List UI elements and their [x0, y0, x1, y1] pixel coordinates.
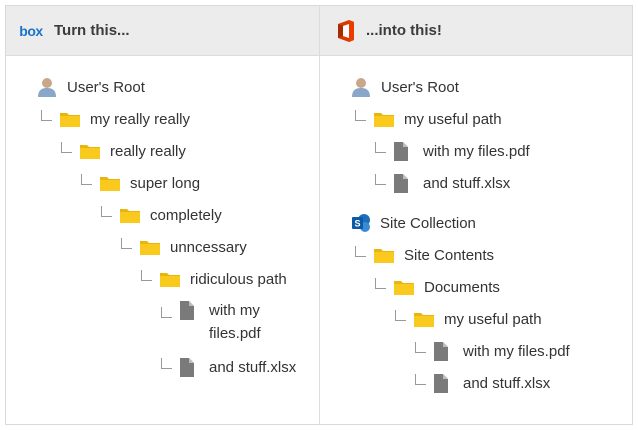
tree-item-folder[interactable]: completely: [101, 203, 222, 227]
tree-connector: [81, 173, 92, 185]
folder-icon: [140, 239, 160, 255]
file-icon: [434, 374, 448, 393]
tree-item-label: and stuff.xlsx: [463, 374, 551, 392]
tree-connector: [61, 141, 72, 153]
tree-item-label: my really really: [90, 110, 191, 128]
tree-item-label: with my files.pdf: [209, 302, 261, 342]
tree-connector: [375, 173, 386, 185]
tree-item-label: ridiculous path: [190, 270, 287, 288]
tree-item-label: and stuff.xlsx: [209, 358, 297, 376]
folder-icon: [374, 247, 394, 263]
tree-item-folder[interactable]: really really: [61, 139, 186, 163]
tree-item-folder[interactable]: Site Contents: [355, 243, 494, 267]
tree-item-label: my useful path: [404, 110, 502, 128]
tree-connector: [355, 245, 366, 257]
file-icon: [180, 301, 194, 320]
sharepoint-icon: [351, 213, 371, 233]
tree-connector: [375, 141, 386, 153]
tree-item-file[interactable]: with my files.pdf: [161, 299, 289, 347]
tree-item-folder[interactable]: my useful path: [395, 307, 542, 331]
tree-item-label: and stuff.xlsx: [423, 174, 511, 192]
tree-connector: [141, 269, 152, 281]
tree-connector: [415, 341, 426, 353]
right-header: ...into this!: [336, 6, 442, 55]
tree-item-label: Documents: [424, 278, 500, 296]
tree-connector: [355, 109, 366, 121]
tree-item-site-collection[interactable]: Site Collection: [351, 211, 476, 235]
tree-item-label: with my files.pdf: [463, 342, 570, 360]
tree-item-file[interactable]: with my files.pdf: [415, 339, 570, 363]
folder-icon: [120, 207, 140, 223]
left-header-title: Turn this...: [54, 22, 130, 39]
tree-item-file[interactable]: with my files.pdf: [375, 139, 530, 163]
folder-icon: [100, 175, 120, 191]
tree-item-label: with my files.pdf: [423, 142, 530, 160]
file-icon: [394, 174, 408, 193]
folder-icon: [160, 271, 180, 287]
folder-icon: [80, 143, 100, 159]
tree-item-file[interactable]: and stuff.xlsx: [161, 355, 296, 379]
tree-item-label: unncessary: [170, 238, 247, 256]
tree-item-file[interactable]: and stuff.xlsx: [375, 171, 510, 195]
file-icon: [434, 342, 448, 361]
folder-icon: [374, 111, 394, 127]
folder-icon: [60, 111, 80, 127]
right-header-title: ...into this!: [366, 22, 442, 39]
tree-item-folder[interactable]: super long: [81, 171, 200, 195]
tree-item-folder[interactable]: my really really: [41, 107, 190, 131]
tree-item-label: my useful path: [444, 310, 542, 328]
tree-connector: [375, 277, 386, 289]
tree-item-folder[interactable]: ridiculous path: [141, 267, 287, 291]
tree-connector: [41, 109, 52, 121]
tree-item-folder[interactable]: my useful path: [355, 107, 502, 131]
user-icon: [351, 77, 371, 97]
left-header: box Turn this...: [18, 6, 130, 55]
tree-connector: [121, 237, 132, 249]
user-icon: [37, 77, 57, 97]
folder-icon: [394, 279, 414, 295]
tree-item-label: really really: [110, 142, 186, 160]
file-icon: [180, 358, 194, 377]
tree-connector: [415, 373, 426, 385]
tree-connector: [161, 307, 172, 318]
tree-item-root[interactable]: User's Root: [37, 75, 145, 99]
column-divider: [319, 6, 320, 424]
folder-icon: [414, 311, 434, 327]
tree-item-label: User's Root: [381, 78, 459, 96]
tree-item-label: super long: [130, 174, 201, 192]
comparison-panel: box Turn this... ...into this!: [5, 5, 633, 425]
tree-item-folder[interactable]: Documents: [375, 275, 500, 299]
file-icon: [394, 142, 408, 161]
tree-connector: [395, 309, 406, 321]
office-logo-icon: [338, 19, 354, 42]
tree-item-label: User's Root: [67, 78, 145, 96]
box-logo-icon: box: [19, 22, 43, 39]
tree-connector: [161, 357, 172, 369]
tree-item-label: Site Collection: [380, 214, 476, 232]
tree-item-file[interactable]: and stuff.xlsx: [415, 371, 550, 395]
tree-item-label: completely: [150, 206, 222, 224]
tree-item-root[interactable]: User's Root: [351, 75, 459, 99]
tree-item-label: Site Contents: [404, 246, 495, 264]
tree-item-folder[interactable]: unncessary: [121, 235, 247, 259]
tree-connector: [101, 205, 112, 217]
